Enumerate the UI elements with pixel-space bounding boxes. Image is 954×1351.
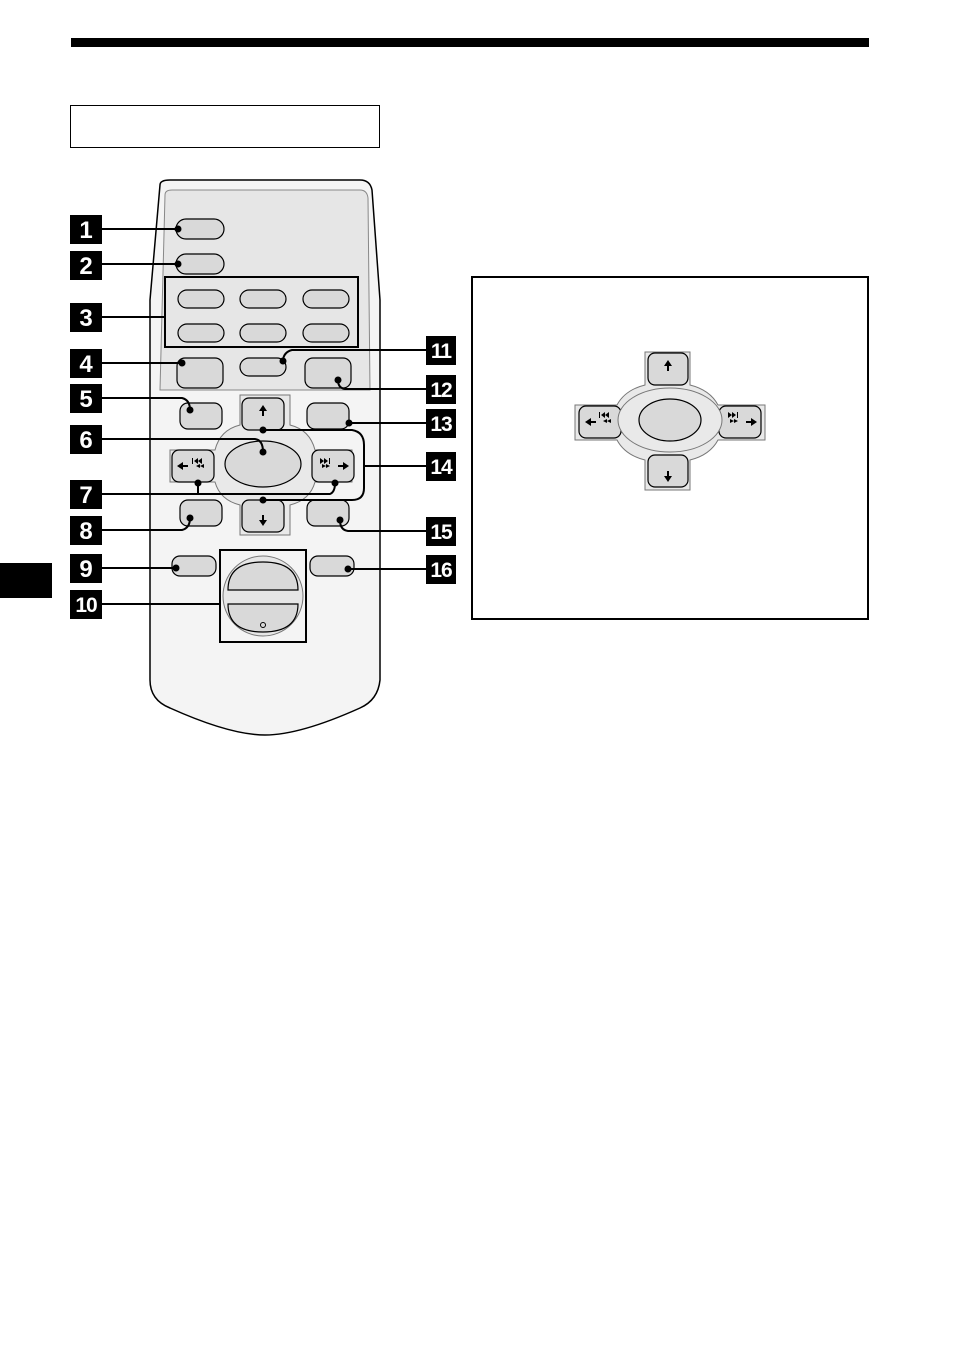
svg-text:4: 4	[79, 351, 93, 378]
svg-text:5: 5	[79, 386, 92, 413]
leader-dot-9	[173, 565, 180, 572]
callout-4: 4	[70, 349, 102, 378]
callout-15: 15	[426, 517, 456, 546]
svg-text:2: 2	[79, 253, 92, 280]
leader-dot-2	[175, 261, 182, 268]
top-button-2[interactable]	[176, 254, 224, 274]
button-13[interactable]	[307, 403, 349, 429]
callout-9: 9	[70, 554, 102, 583]
leader-dot-7a	[195, 480, 202, 487]
svg-text:12: 12	[430, 379, 452, 402]
inset-dpad	[575, 352, 765, 490]
leader-dot-1	[175, 226, 182, 233]
svg-text:1: 1	[79, 217, 92, 244]
svg-text:11: 11	[431, 340, 453, 363]
svg-text:15: 15	[430, 521, 453, 544]
button-11[interactable]	[240, 358, 286, 376]
top-button-1[interactable]	[176, 219, 224, 239]
preset-button-6[interactable]	[303, 324, 349, 342]
callout-2: 2	[70, 251, 102, 280]
callout-16: 16	[426, 555, 456, 584]
leader-dot-5	[187, 407, 194, 414]
leader-dot-12	[335, 377, 342, 384]
svg-text:16: 16	[430, 559, 452, 582]
callout-11: 11	[426, 336, 456, 365]
button-5[interactable]	[180, 403, 222, 429]
svg-text:14: 14	[430, 456, 453, 479]
leader-dot-15	[337, 517, 344, 524]
preset-button-4[interactable]	[178, 324, 224, 342]
callout-5: 5	[70, 384, 102, 413]
callout-8: 8	[70, 516, 102, 545]
callout-12: 12	[426, 375, 456, 404]
leader-dot-4	[179, 360, 186, 367]
svg-text:10: 10	[75, 594, 97, 617]
svg-text:6: 6	[79, 427, 92, 454]
callout-14: 14	[426, 452, 456, 481]
callout-13: 13	[426, 409, 456, 438]
button-8[interactable]	[180, 500, 222, 526]
leader-dot-14a	[260, 427, 267, 434]
leader-dot-14b	[260, 497, 267, 504]
leader-dot-8	[187, 515, 194, 522]
leader-dot-11	[280, 358, 287, 365]
svg-text:7: 7	[79, 482, 92, 509]
callout-6: 6	[70, 425, 102, 454]
preset-button-3[interactable]	[303, 290, 349, 308]
button-12[interactable]	[305, 358, 351, 388]
svg-text:9: 9	[79, 556, 92, 583]
leader-dot-16	[345, 566, 352, 573]
preset-button-1[interactable]	[178, 290, 224, 308]
callout-3: 3	[70, 303, 102, 332]
leader-dot-6	[260, 449, 267, 456]
callout-7: 7	[70, 480, 102, 509]
callout-1: 1	[70, 215, 102, 244]
leader-dot-7b	[332, 480, 339, 487]
inset-center-button[interactable]	[639, 399, 701, 441]
preset-button-5[interactable]	[240, 324, 286, 342]
leader-dot-13	[346, 420, 353, 427]
svg-text:13: 13	[430, 413, 452, 436]
svg-text:3: 3	[79, 305, 92, 332]
svg-text:8: 8	[79, 518, 92, 545]
callout-10: 10	[70, 590, 102, 619]
preset-button-2[interactable]	[240, 290, 286, 308]
